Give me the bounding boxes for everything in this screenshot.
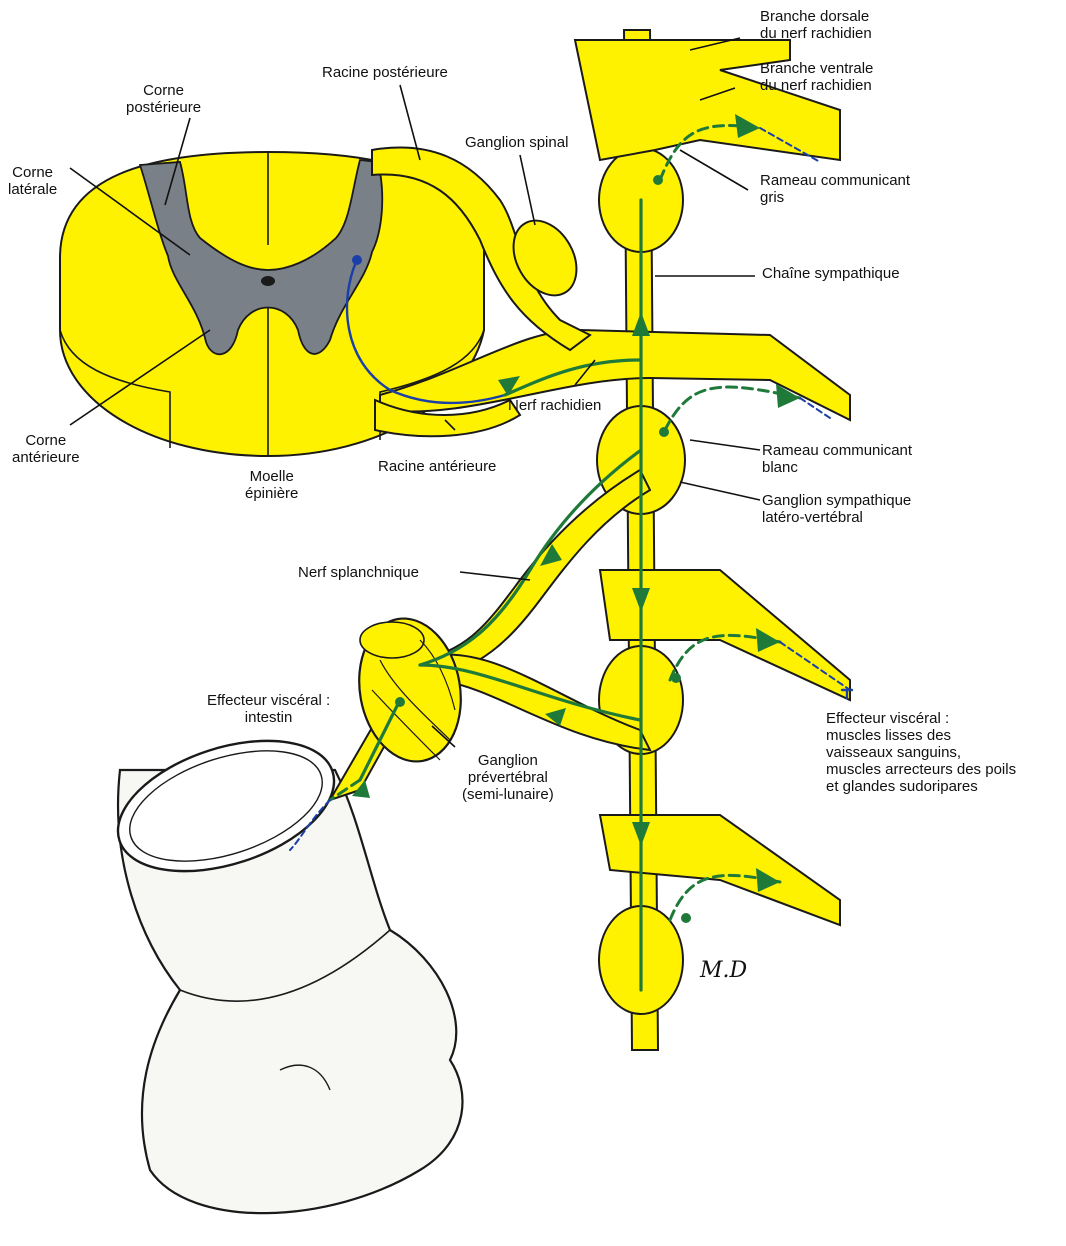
artist-signature: M.D (700, 958, 747, 983)
label-racine-posterieure: Racine postérieure (322, 64, 448, 81)
label-racine-anterieure: Racine antérieure (378, 458, 496, 475)
intestin (102, 716, 463, 1213)
label-ganglion-spinal: Ganglion spinal (465, 134, 568, 151)
neurone-corne-laterale (352, 255, 362, 265)
label-nerf-rachidien: Nerf rachidien (508, 397, 601, 414)
label-nerf-splanchnique: Nerf splanchnique (298, 564, 419, 581)
label-effecteur-intestin: Effecteur viscéral :intestin (207, 692, 330, 726)
label-chaine-sympathique: Chaîne sympathique (762, 265, 900, 282)
